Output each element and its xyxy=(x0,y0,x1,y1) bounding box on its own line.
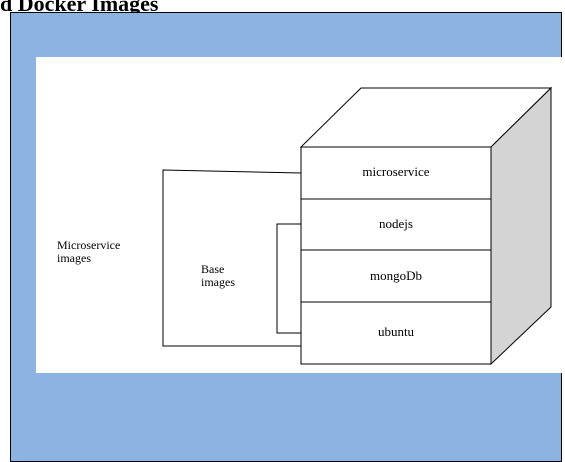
microservice-images-label-line2: images xyxy=(57,251,91,265)
layer-box-ubuntu xyxy=(300,301,492,365)
layer-box-nodejs xyxy=(300,198,492,251)
layer-label-mongodb: mongoDb xyxy=(370,268,422,283)
base-images-bracket xyxy=(276,223,301,334)
microservice-images-bracket xyxy=(162,169,302,347)
figure-frame: Microservice images Base images microser… xyxy=(10,12,565,462)
base-images-label-line1: Base xyxy=(201,262,225,276)
base-images-label-line2: images xyxy=(201,275,235,289)
docker-images-diagram: Microservice images Base images microser… xyxy=(36,57,565,373)
layer-label-ubuntu: ubuntu xyxy=(377,324,415,339)
diagram-canvas xyxy=(162,86,553,366)
layer-label-nodejs: nodejs xyxy=(379,216,413,231)
microservice-images-label-line1: Microservice xyxy=(57,238,121,252)
layer-box-mongodb xyxy=(300,249,492,303)
base-images-label: Base images xyxy=(201,263,235,289)
microservice-images-label: Microservice images xyxy=(57,239,120,265)
layer-label-microservice: microservice xyxy=(362,164,430,179)
